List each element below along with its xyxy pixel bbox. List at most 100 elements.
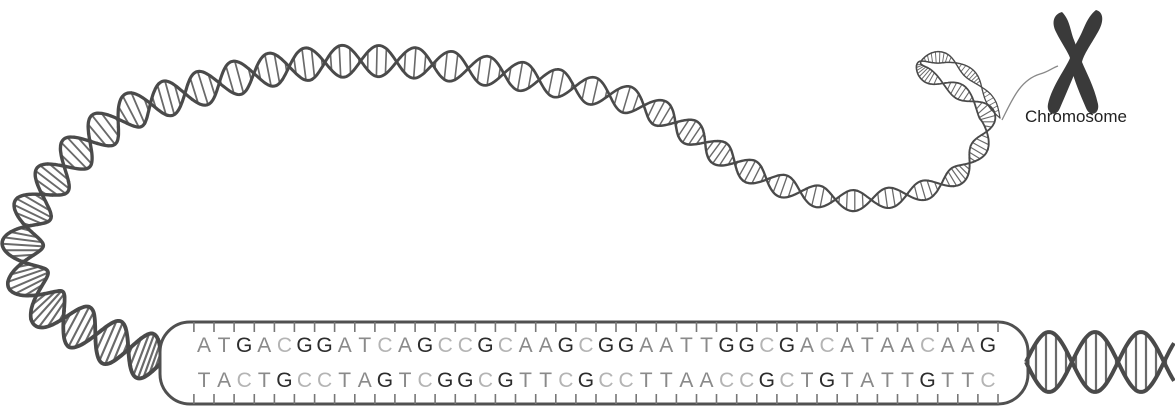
bottom-strand-base: T	[660, 369, 673, 392]
helix-base-pair	[403, 51, 407, 74]
helix-backbone-strand-a	[966, 156, 971, 177]
top-strand-base: T	[700, 334, 713, 357]
helix-base-pair	[9, 231, 39, 239]
bottom-strand-base: G	[759, 369, 775, 392]
helix-backbone-strand-b	[59, 135, 99, 146]
helix-backbone-strand-b	[945, 164, 960, 175]
helix-backbone-strand-b	[15, 192, 55, 200]
bottom-strand-base: T	[961, 369, 974, 392]
helix-base-pair	[631, 93, 640, 112]
helix-base-pair	[718, 147, 732, 167]
helix-backbone-strand-b	[945, 81, 966, 87]
helix-backbone-strand-b	[249, 51, 280, 82]
top-strand-base: T	[218, 334, 231, 357]
top-strand-base: G	[417, 334, 433, 357]
bottom-strand-base: C	[237, 369, 252, 392]
helix-base-pair	[651, 100, 666, 125]
helix-base-pair	[443, 51, 449, 81]
helix-backbone-strand-b	[977, 75, 983, 87]
helix-base-pair	[173, 84, 182, 107]
top-strand-base: A	[840, 334, 854, 357]
helix-backbone-strand-b	[24, 289, 61, 298]
helix-base-pair	[899, 190, 903, 202]
helix-base-pair	[613, 88, 620, 106]
helix-base-pair	[129, 337, 142, 367]
helix-backbone-strand-b	[337, 43, 371, 74]
helix-base-pair	[15, 211, 43, 225]
helix-base-pair	[60, 141, 88, 170]
helix-base-pair	[136, 333, 156, 380]
bottom-strand-base: C	[739, 369, 754, 392]
top-strand-base: C	[277, 334, 292, 357]
top-strand-base: T	[358, 334, 371, 357]
helix-backbone-strand-a	[802, 196, 832, 209]
helix-base-pair	[980, 134, 989, 139]
bottom-strand-base: T	[539, 369, 552, 392]
helix-backbone-strand-a	[217, 59, 251, 85]
helix-base-pair	[970, 74, 978, 82]
helix-base-pair	[751, 165, 762, 184]
helix-backbone-strand-b	[957, 160, 977, 167]
helix-base-pair	[3, 236, 44, 244]
helix-backbone-strand-a	[921, 63, 929, 69]
bottom-strand-base: A	[860, 369, 874, 392]
helix-base-pair	[884, 187, 889, 209]
helix-base-pair	[677, 119, 690, 137]
top-strand-base: G	[296, 334, 312, 357]
helix-base-pair	[917, 66, 927, 75]
helix-base-pair	[966, 69, 974, 79]
helix-backbone-strand-b	[974, 147, 989, 163]
helix-backbone-strand-b	[907, 194, 935, 202]
top-strand-base: A	[880, 334, 894, 357]
helix-base-pair	[142, 337, 159, 379]
helix-backbone-strand-a	[0, 237, 20, 262]
helix-base-pair	[476, 57, 482, 83]
helix-backbone-strand-b	[932, 61, 945, 64]
top-strand-base: A	[941, 334, 955, 357]
helix-base-pair	[658, 105, 672, 127]
bottom-strand-base: T	[941, 369, 954, 392]
helix-backbone-strand-a	[971, 80, 982, 88]
helix-backbone-strand-b	[5, 279, 29, 298]
helix-backbone-strand-b	[98, 318, 128, 334]
helix-base-pair	[933, 75, 939, 85]
helix-base-pair	[117, 105, 130, 126]
bottom-strand-base: G	[919, 369, 935, 392]
helix-base-pair	[926, 54, 930, 63]
helix-backbone-strand-a	[920, 52, 933, 62]
helix-base-pair	[819, 186, 825, 208]
helix-backbone-strand-a	[973, 100, 994, 111]
helix-base-pair	[31, 289, 63, 324]
top-strand-base: G	[558, 334, 574, 357]
bottom-strand-base: A	[217, 369, 231, 392]
helix-backbone-strand-b	[915, 60, 923, 67]
helix-backbone-strand-b	[129, 91, 170, 117]
helix-base-pair	[944, 175, 951, 187]
bottom-strand-base: C	[558, 369, 573, 392]
dna-helix-exit	[1024, 330, 1175, 394]
helix-backbone-strand-b	[61, 309, 71, 349]
helix-base-pair	[189, 77, 199, 105]
helix-base-pair	[687, 125, 702, 146]
helix-base-pair	[968, 151, 981, 160]
helix-base-pair	[6, 267, 47, 283]
helix-base-pair	[738, 159, 749, 177]
bottom-strand-base: C	[619, 369, 634, 392]
top-strand-base: A	[900, 334, 914, 357]
helix-backbone-strand-b	[367, 56, 402, 79]
helix-base-pair	[148, 343, 161, 375]
helix-base-pair	[37, 292, 66, 329]
helix-base-pair	[375, 44, 378, 78]
helix-base-pair	[861, 192, 864, 209]
helix-base-pair	[74, 311, 95, 349]
bottom-strand-base: G	[377, 369, 393, 392]
helix-base-pair	[946, 81, 952, 91]
bottom-strand-base: C	[598, 369, 613, 392]
helix-backbone-strand-b	[973, 101, 981, 119]
helix-base-pair	[22, 194, 51, 212]
top-strand-base: C	[458, 334, 473, 357]
top-strand-base: A	[338, 334, 352, 357]
helix-backbone-strand-b	[736, 158, 763, 169]
top-strand-base: A	[961, 334, 975, 357]
helix-backbone-strand-b	[955, 62, 971, 69]
